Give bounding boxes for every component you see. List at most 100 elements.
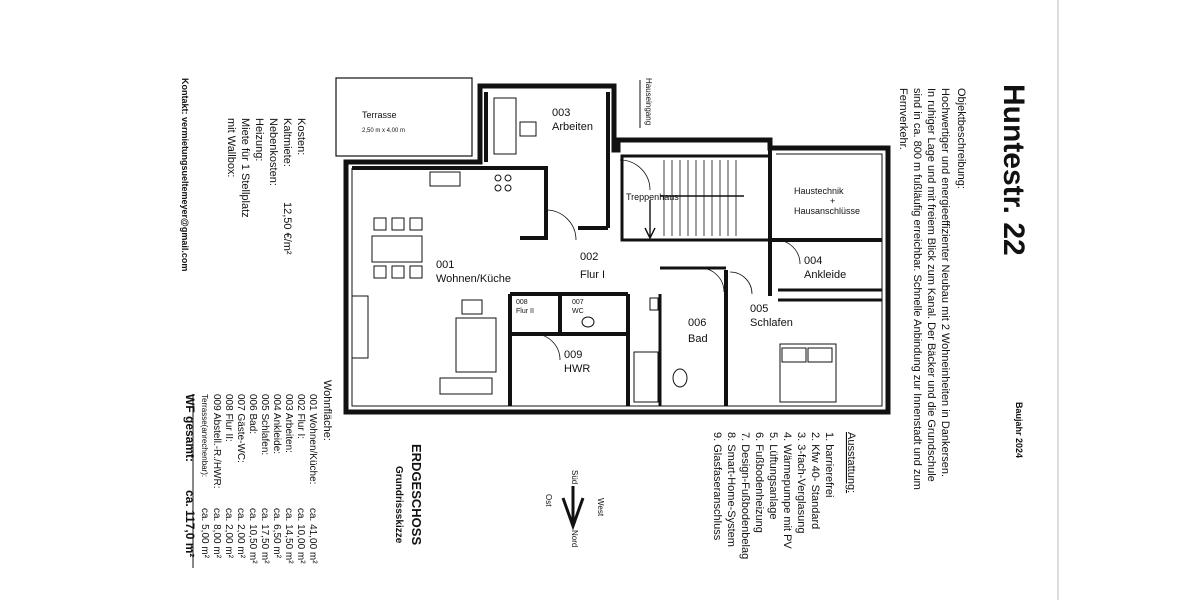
floor-subtitle: Grundrissskizze [393,466,404,544]
tech-label-1: Haustechnik [794,186,844,196]
floor-label: ERDGESCHOSS [409,444,424,545]
hob-icon [504,174,512,182]
wall [352,166,548,240]
room-003-name: Arbeiten [552,121,593,133]
feature-item: 4. Wärmepumpe mit PV [781,432,793,549]
area-row-name: 009 Abstell.-R./HWR: [211,394,222,488]
area-row-value: ca. 10,00 m² [295,508,306,564]
cost-row-name: Heizung: [253,118,265,161]
hob-icon [504,184,512,192]
area-heading: Wohnfläche: [321,380,333,441]
sofa-icon [439,377,493,395]
area-row-value: ca. 10,50 m² [247,508,258,564]
area-row-value: ca. 2,00 m² [223,508,234,559]
door-swing-icon [729,271,753,295]
description-block: Objektbeschreibung: Hochwertiger und ene… [897,88,967,490]
features-block: Ausstattung: 1. barrierefrei 2. Kfw 40- … [711,432,857,559]
compass-west: West [596,498,605,517]
hob-icon [494,174,502,182]
area-row-name: Terrasse(anrechenbar): [200,394,209,477]
chair-icon [373,217,387,231]
feature-item: 3. 3-fach-Verglasung [795,432,807,534]
door-swing-icon [535,333,561,361]
area-row-name: 003 Arbeiten: [283,394,294,453]
features-heading: Ausstattung: [845,432,857,493]
room-009-name: HWR [564,363,590,375]
area-row-name: 005 Schlafen: [259,394,270,455]
dining-table-icon [371,235,423,263]
furniture [351,97,837,403]
area-row-value: ca. 17,50 m² [259,508,270,564]
feature-item: 5. Lüftungsanlage [767,432,779,519]
area-row-value: ca. 14,50 m² [283,508,294,564]
room-006-name: Bad [688,333,708,345]
baujahr-label: Baujahr 2024 [1014,402,1024,458]
toilet-icon [581,316,595,328]
room-005-number: 005 [750,303,768,315]
room-005-name: Schlafen [750,317,793,329]
area-table: Wohnfläche: 001 Wohnen/Küche: ca. 41,00 … [183,380,333,568]
washbasin-icon [672,368,688,388]
area-row-value: ca. 8,00 m² [211,508,222,559]
hob-icon [494,184,502,192]
chair-icon [391,265,405,279]
cost-heading: Kosten: [295,118,307,155]
door-swing-icon [775,239,801,265]
room-002-name: Flur I [580,269,605,281]
desk-icon [493,97,517,155]
description-line: sind in ca. 800 m fußläufig erreichbar. … [911,88,923,490]
cost-block: Kosten: Kaltmiete: 12,50 €/m² Nebenkoste… [225,118,307,255]
sideboard-icon [351,295,369,359]
terrace-label: Terrasse [362,110,397,120]
chair-icon [409,265,423,279]
chair-icon [373,265,387,279]
tech-label-3: Hausanschlüsse [794,206,860,216]
cost-row-name: mit Wallbox: [225,118,237,178]
description-heading: Objektbeschreibung: [955,88,967,189]
compass-nord: Nord [570,530,579,547]
cost-row-value: 12,50 €/m² [281,202,293,255]
entrance-label: Hauseingang [644,78,653,125]
stairs-icon [644,160,744,240]
description-line: In ruhiger Lage und mit freiem Blick zum… [925,88,937,482]
chair-icon [391,217,405,231]
pillow-icon [807,347,833,363]
area-row-name: 006 Bad: [247,394,258,434]
tech-label-2: + [830,196,835,206]
feature-item: 1. barrierefrei [823,432,835,497]
area-row-value: ca. 2,00 m² [235,508,246,559]
door-swing-icon [619,159,651,191]
stair-label: Treppenhaus [626,192,679,202]
area-row-value: ca. 5,00 m² [199,508,210,559]
room-001-number: 001 [436,259,454,271]
door-swing-icon [699,267,725,293]
feature-item: 7. Design-Fußbodenbelag [739,432,751,559]
room-006-number: 006 [688,317,706,329]
feature-item: 9. Glasfaseranschluss [711,432,723,541]
feature-item: 2. Kfw 40- Standard [809,432,821,529]
sink-icon [429,171,461,187]
area-row-value: ca. 41,00 m² [307,508,318,564]
north-arrow-icon [561,497,585,531]
room-008-number: 008 [516,299,528,306]
compass-sued: Süd [570,470,579,484]
terrace-outline [335,77,473,157]
doors [535,159,801,361]
area-row-name: 004 Ankleide: [271,394,282,454]
description-line: Hochwertiger und energieeffizienter Neub… [939,88,951,477]
chair-icon [409,217,423,231]
floor-plan [335,77,891,415]
outer-wall [343,83,891,415]
cost-row-name: Nebenkosten: [267,118,279,186]
room-009-number: 009 [564,349,582,361]
room-004-name: Ankleide [804,269,846,281]
area-row-name: 007 Gäste-WC: [235,394,246,463]
armchair-icon [461,299,483,315]
shower-icon [633,351,659,403]
room-008-name: Flur II [516,308,534,315]
room-labels: 003 Arbeiten 001 Wohnen/Küche 002 Flur I… [362,107,860,375]
area-row-name: 001 Wohnen/Küche: [307,394,318,484]
cost-row-name: Kaltmiete: [281,118,293,167]
area-total-value: ca. 117,0 m² [183,490,197,557]
